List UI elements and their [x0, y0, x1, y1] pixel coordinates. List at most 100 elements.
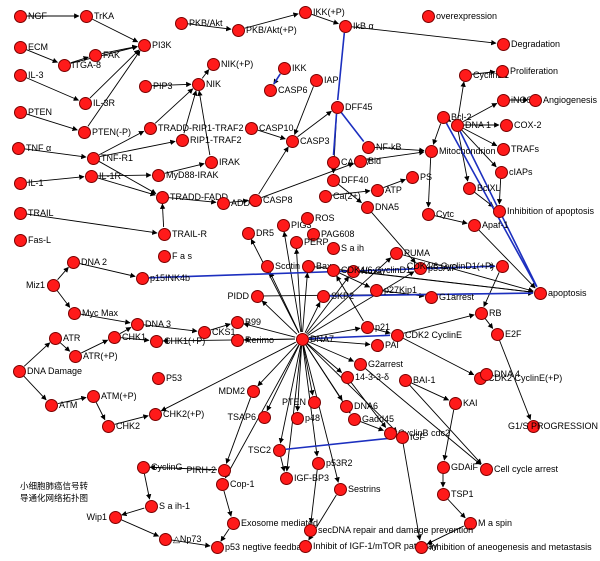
node-label-COX2: COX-2 [514, 120, 542, 130]
node-DNA1 [450, 118, 464, 132]
node-label-CHK1: CHK1 [122, 332, 147, 342]
edge-NFkB-to-Mito [374, 146, 425, 153]
node-Rerimo [230, 333, 244, 347]
edge-DNA7-to-p53AIP [307, 271, 415, 336]
edge-DNA1-to-iNOS [462, 102, 498, 123]
node-label-CHK1P: CHK1(+P) [164, 336, 206, 346]
node-label-G1S: G1/S PROGRESSION [507, 421, 598, 431]
edge-DNA7-to-p21 [308, 326, 361, 339]
node-label-NFkB: NF-kB [376, 142, 402, 152]
node-label-ECM: ECM [28, 42, 48, 52]
node-label-MycMax: Myc Max [82, 308, 118, 318]
node-label-InhIGF: Inhibit of IGF-1/mTOR pathway [313, 541, 438, 551]
edge-IGF-to-InhAng [402, 443, 422, 541]
node-Miz1 [46, 278, 60, 292]
edge-DNA7-to-G2arrest [308, 341, 355, 362]
node-label-Ca2: Ca(2+) [333, 191, 361, 201]
node-label-PTENP: PTEN(-P) [92, 127, 131, 137]
node-p53AIP [413, 261, 427, 275]
node-NGF [13, 9, 27, 23]
node-s1433 [340, 370, 354, 384]
edge-IL3-to-IL3R [26, 77, 80, 101]
edge-DNA5-to-p53AIP [371, 211, 416, 264]
node-label-IGFBP3: IGF-BP3 [294, 473, 330, 483]
node-label-IkBa: IkB α [353, 21, 374, 31]
node-PAG608 [306, 227, 320, 241]
edge-Gadd45-to-CyclinBcdc2 [360, 421, 384, 432]
edge-PTEN_L-to-PTENP [26, 113, 78, 132]
edge-IKKP-to-IkBa [311, 13, 339, 25]
edge-Maspin-to-InhAng [426, 525, 464, 545]
edge-DNA7-to-IGF [306, 343, 398, 433]
node-label-Exosome: Exosome mediated [241, 518, 319, 528]
node-ATM [44, 398, 58, 412]
node-Degradation [496, 37, 510, 51]
node-ATMP [86, 389, 100, 403]
edge-RB-to-E2F [484, 318, 494, 329]
node-PTENP [77, 125, 91, 139]
node-label-Wip1: Wip1 [86, 512, 107, 522]
node-label-DFF45: DFF45 [345, 102, 373, 112]
edge-Cytc-to-Apaf1 [434, 215, 468, 225]
node-FasL [13, 233, 27, 247]
node-ATRP [68, 349, 82, 363]
edge-TNFa-to-TNFR1 [24, 148, 87, 160]
node-Copl [215, 477, 229, 491]
node-label-PKBP: PKB/Akt(+P) [246, 25, 297, 35]
node-DNA7 [295, 332, 309, 346]
edge-IL1R-to-TRADD_FADD [97, 177, 156, 197]
edge-CASP10-to-CASP3 [257, 129, 286, 140]
node-label-CASP3: CASP3 [300, 136, 330, 146]
node-label-PIP3: PIP3 [153, 81, 173, 91]
node-IL3 [13, 68, 27, 82]
node-p48 [290, 411, 304, 425]
edge-Apaf1-to-apoptosis [478, 229, 536, 289]
node-CyclinD1 [458, 68, 472, 82]
node-DNA2 [66, 255, 80, 269]
node-label-DNA6: DNA6 [354, 401, 379, 411]
edge-DNA7-to-PIG3 [282, 231, 302, 333]
edge-CASP8-to-Bid [261, 162, 354, 198]
edge-IL1R-to-MyD88 [97, 172, 152, 178]
node-PKBP [231, 23, 245, 37]
node-Gadd45 [347, 412, 361, 426]
node-TNFR1 [86, 151, 100, 165]
node-MDM2 [246, 384, 260, 398]
edge-cIAPs-to-InhApop [496, 178, 503, 205]
node-Bid [353, 154, 367, 168]
node-Bax [301, 259, 315, 273]
node-label-ATMP: ATM(+P) [101, 391, 137, 401]
edge-DNA7-to-CHK2P [160, 341, 296, 412]
node-label-TNFa: TNF α [26, 143, 52, 153]
node-label-IL3R: IL-3R [93, 98, 116, 108]
edge-ATRP-to-CHK1 [81, 339, 109, 354]
edge-IL1-to-IL1R [26, 174, 85, 183]
node-label-InhApop: Inhibition of apoptosis [507, 206, 595, 216]
highlight-edge-TSC2-to-IGF [285, 436, 396, 451]
edge-E2F-to-G1S [499, 340, 532, 420]
node-label-DNADamage: DNA Damage [27, 366, 83, 376]
edge-DNA1-to-BclXL [457, 131, 470, 182]
node-label-Saih1: S a ih-1 [159, 501, 191, 511]
edge-DNA7-to-IGFBP3 [284, 345, 302, 472]
node-TNFa [11, 141, 25, 155]
edge-ECM-to-ITGA8 [26, 49, 59, 64]
node-p53R2 [311, 456, 325, 470]
node-label-IL1R: IL-1R [99, 171, 122, 181]
node-CDK46_D1 [326, 263, 340, 277]
node-Mito [424, 144, 438, 158]
edge-PTENP-to-PI3K [87, 50, 141, 127]
edge-DNA3-to-CKS1 [143, 324, 198, 334]
highlight-edge-p15-to-CDK46_D1P [148, 265, 496, 279]
node-TSP1 [436, 487, 450, 501]
node-G1arrest [424, 290, 438, 304]
node-CDK46_D1P [495, 259, 509, 273]
node-CyclinG [136, 460, 150, 474]
node-CHK2P [148, 407, 162, 421]
edge-IL3R-to-PI3K [89, 49, 140, 99]
node-label-Copl: Cop-1 [230, 479, 255, 489]
node-PS [405, 170, 419, 184]
edge-Saih1-to-Wip1 [121, 507, 145, 517]
node-secDNA [303, 523, 317, 537]
node-TrKA [79, 9, 93, 23]
